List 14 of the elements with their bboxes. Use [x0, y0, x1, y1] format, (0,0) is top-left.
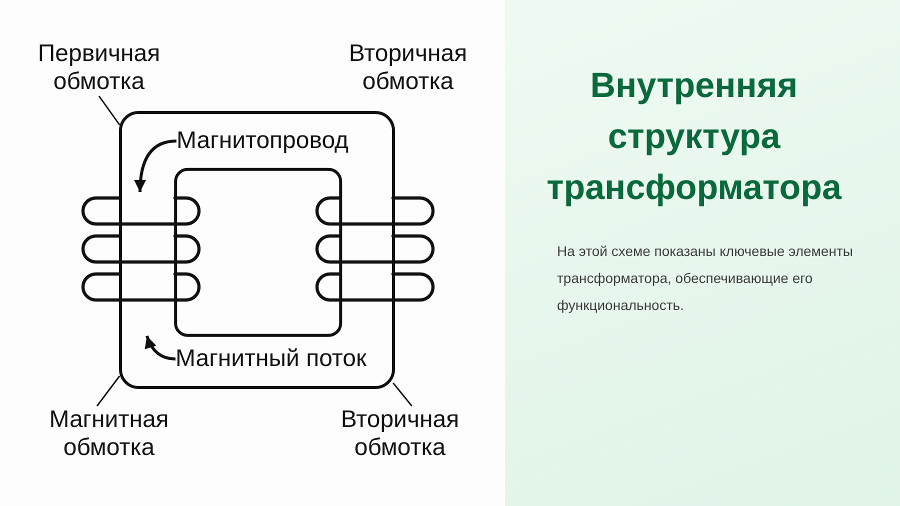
- leader-line: [392, 382, 412, 406]
- curved-arrow: [145, 335, 176, 360]
- part-label: Магнитопровод: [176, 127, 349, 155]
- part-label: Магнитная обмотка: [49, 406, 169, 462]
- description-text: На этой схеме показаны ключевые элементы трансформатора, обеспечивающие его функциональность.: [557, 242, 854, 315]
- part-label: Магнитный поток: [176, 345, 366, 373]
- part-label: Первичная обмотка: [38, 40, 160, 96]
- curved-arrow: [134, 140, 177, 192]
- part-label: Вторичная обмотка: [340, 406, 460, 462]
- leader-line: [98, 96, 120, 126]
- leader-line: [96, 376, 120, 406]
- part-label: Вторичная обмотка: [348, 40, 468, 96]
- slide-title: Внутренняя структура трансформатора: [546, 65, 843, 209]
- magnetic-core: [118, 110, 394, 388]
